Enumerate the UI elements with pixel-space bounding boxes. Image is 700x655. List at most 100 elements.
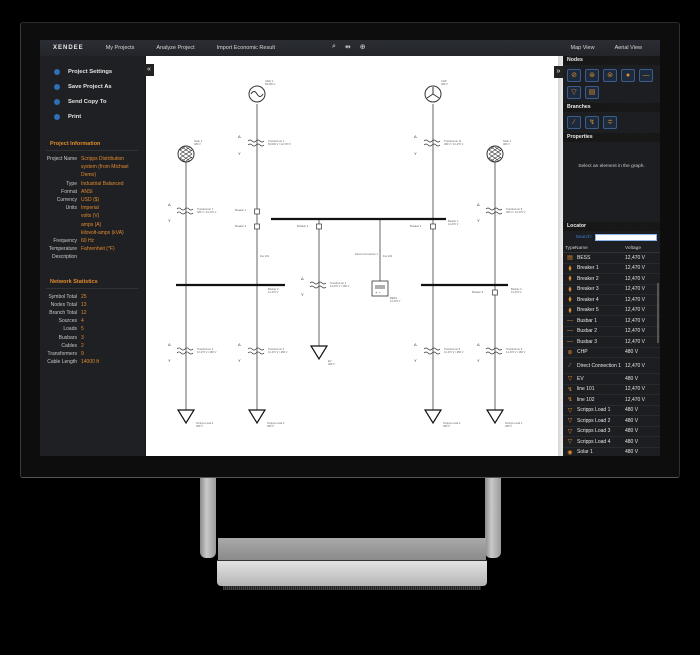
row-voltage: 12,470 V (625, 328, 646, 335)
map-view-link[interactable]: Map View (570, 45, 595, 51)
pv-icon[interactable]: ● (621, 69, 635, 82)
monitor-stand-top (218, 538, 486, 560)
busbar-icon[interactable]: — (639, 69, 653, 82)
cable-icon: ∕ (569, 362, 571, 369)
breaker-3-icon (430, 223, 436, 230)
busbar-icon: — (567, 317, 573, 324)
menu-label: Send Copy To (68, 98, 107, 105)
row-voltage: 12,470 V (625, 254, 646, 261)
row-voltage: 12,470 V (625, 317, 646, 324)
transformer-1-icon (247, 139, 265, 147)
col-name[interactable]: Name (575, 245, 588, 251)
locator-search-input[interactable] (595, 234, 657, 241)
load-icon: ▽ (567, 439, 573, 446)
solar-icon: ◉ (567, 449, 573, 456)
breaker-icon: ⧫ (568, 307, 572, 314)
menu-print[interactable]: Print (40, 109, 144, 124)
chp-icon[interactable]: ⊛ (585, 69, 599, 82)
svg-text:Transformer 2: Transformer 2 (268, 347, 285, 351)
aerial-view-link[interactable]: Aerial View (614, 45, 642, 51)
properties-empty-text: Select an element in the graph. (578, 164, 645, 169)
locator-row[interactable]: — Busbar 1 12,470 V (563, 316, 660, 327)
load-icon[interactable]: ▽ (567, 86, 581, 99)
menu-project-settings[interactable]: Project Settings (40, 64, 144, 79)
left-sidebar: Project Settings Save Project As Send Co… (40, 56, 144, 456)
zoom-out-icon[interactable]: ⌕ (332, 43, 336, 50)
collapse-left-panel-button[interactable]: « (144, 64, 154, 76)
row-name: Scripps Load 2 (577, 417, 611, 424)
chp-icon: ⊛ (567, 349, 573, 356)
generator-icon[interactable]: ⊜ (603, 69, 617, 82)
svg-text:Transformer 5: Transformer 5 (444, 347, 461, 351)
locator-scrollbar[interactable] (657, 283, 659, 343)
row-voltage: 12,470 V (625, 362, 646, 369)
gear-icon (54, 68, 60, 75)
properties-heading: Properties (563, 133, 660, 142)
nodes-palette: ⊘ ⊛ ⊜ ● — ▽ ▤ (563, 65, 660, 103)
svg-text:EV: EV (328, 359, 332, 363)
col-voltage[interactable]: Voltage (625, 245, 642, 251)
svg-text:Solar 1: Solar 1 (503, 139, 512, 143)
menu-label: Project Settings (68, 68, 113, 75)
svg-text:Busbar 1: Busbar 1 (448, 219, 459, 223)
canvas-edge (558, 56, 564, 456)
solar-icon[interactable]: ⊘ (567, 69, 581, 82)
zoom-toolbar: ⌕ ⇹ ⊕ (332, 43, 366, 51)
cable-icon[interactable]: ∕ (567, 116, 581, 129)
row-name: Breaker 4 (577, 296, 599, 303)
search-label: Search: (575, 235, 592, 240)
expand-right-panel-button[interactable]: » (554, 66, 563, 78)
svg-text:Δ: Δ (477, 202, 480, 207)
fit-screen-icon[interactable]: ⇹ (344, 44, 351, 51)
transformer-icon[interactable]: ≑ (603, 116, 617, 129)
nav-analyze-project[interactable]: Analyze Project (156, 45, 195, 51)
svg-text:Δ: Δ (301, 276, 304, 281)
svg-text:480 V / 12,470 V: 480 V / 12,470 V (506, 210, 526, 214)
menu-send-copy-to[interactable]: Send Copy To (40, 94, 144, 109)
nav-my-projects[interactable]: My Projects (105, 45, 135, 51)
menu-save-project-as[interactable]: Save Project As (40, 79, 144, 94)
busbar-icon: — (567, 328, 573, 335)
col-type[interactable]: Type (565, 245, 576, 251)
single-line-diagram[interactable]: ΔY ΔY ΔY ΔY ΔY ΔY ΔY ΔY ΔY (146, 56, 558, 456)
row-name: Breaker 3 (577, 286, 599, 293)
bess-icon[interactable]: ▤ (585, 86, 599, 99)
svg-text:Δ: Δ (168, 202, 171, 207)
row-name: Busbar 1 (577, 317, 598, 324)
row-name: Breaker 2 (577, 275, 599, 282)
zoom-in-icon[interactable]: ⊕ (359, 44, 366, 51)
row-voltage: 480 V (625, 349, 639, 356)
svg-text:480 V: 480 V (443, 424, 450, 428)
bess-icon (371, 280, 389, 297)
nav-import-economic-result[interactable]: Import Economic Result (216, 45, 276, 51)
row-voltage: 12,470 V (625, 275, 646, 282)
line-icon[interactable]: ↯ (585, 116, 599, 129)
transformer-6-icon (485, 347, 503, 355)
svg-text:Busbar 3: Busbar 3 (511, 287, 522, 291)
nodes-heading: Nodes (563, 56, 660, 65)
